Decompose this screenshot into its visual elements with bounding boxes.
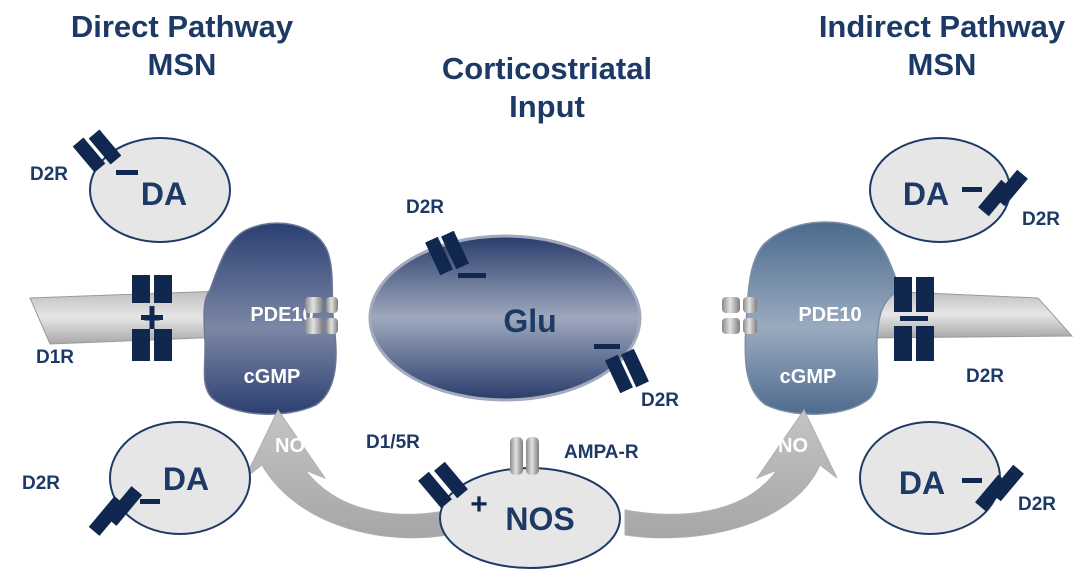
plus-sign-d1r: + <box>143 303 161 336</box>
direct-pathway-title-line2: MSN <box>148 47 217 82</box>
d2r-receptor-top-right <box>962 169 1028 217</box>
d2r-label-indirect-msn: D2R <box>966 366 1004 387</box>
d2r-label-bottom-left: D2R <box>22 473 60 494</box>
d2r-receptor-glu-bottom <box>594 344 649 394</box>
channel-indirect-msn <box>722 297 757 334</box>
cgmp-label-direct: cGMP <box>244 366 301 388</box>
d1r-label: D1R <box>36 347 74 368</box>
ampa-receptor-channel <box>510 437 539 475</box>
d2r-receptor-top-left <box>72 129 138 175</box>
indirect-pathway-title-line1: Indirect Pathway <box>819 9 1066 44</box>
no-arrow-indirect <box>624 409 838 539</box>
d2r-label-top-left: D2R <box>30 164 68 185</box>
da-label-top-left: DA <box>141 176 187 212</box>
d2r-receptor-glu-top <box>425 230 486 278</box>
indirect-msn-spine <box>744 221 901 415</box>
no-arrow-direct <box>244 409 451 539</box>
cgmp-label-indirect: cGMP <box>780 366 837 388</box>
no-label-direct: NO <box>275 435 305 457</box>
d1r-receptor <box>132 275 172 361</box>
nos-label: NOS <box>505 501 574 537</box>
direct-msn-spine <box>203 222 337 415</box>
d15r-label: D1/5R <box>366 432 420 453</box>
ampa-r-label: AMPA-R <box>564 442 639 463</box>
no-label-indirect: NO <box>778 435 808 457</box>
indirect-pathway-title-line2: MSN <box>908 47 977 82</box>
da-terminal-top-left <box>89 137 231 243</box>
glu-label: Glu <box>503 303 556 339</box>
d2r-label-glu-bottom: D2R <box>641 390 679 411</box>
channel-direct-msn <box>305 297 338 334</box>
da-label-bottom-right: DA <box>899 465 945 501</box>
d2r-receptor-indirect-msn <box>894 277 934 361</box>
da-label-top-right: DA <box>903 176 949 212</box>
d2r-receptor-bottom-left <box>88 486 160 536</box>
d2r-label-bottom-right: D2R <box>1018 494 1056 515</box>
da-label-bottom-left: DA <box>163 461 209 497</box>
d2r-receptor-bottom-right <box>962 464 1024 512</box>
plus-sign-d15r: + <box>470 488 488 521</box>
pde10-label-indirect: PDE10 <box>798 304 861 326</box>
corticostriatal-title-line2: Input <box>509 89 585 124</box>
pde10-label-direct: PDE10 <box>250 304 313 326</box>
d2r-label-glu-top: D2R <box>406 197 444 218</box>
glu-terminal <box>368 234 642 402</box>
direct-pathway-title-line1: Direct Pathway <box>71 9 294 44</box>
da-terminal-bottom-left <box>109 421 251 535</box>
d2r-label-top-right: D2R <box>1022 209 1060 230</box>
d15r-receptor <box>418 461 468 509</box>
corticostriatal-title-line1: Corticostriatal <box>442 51 652 86</box>
